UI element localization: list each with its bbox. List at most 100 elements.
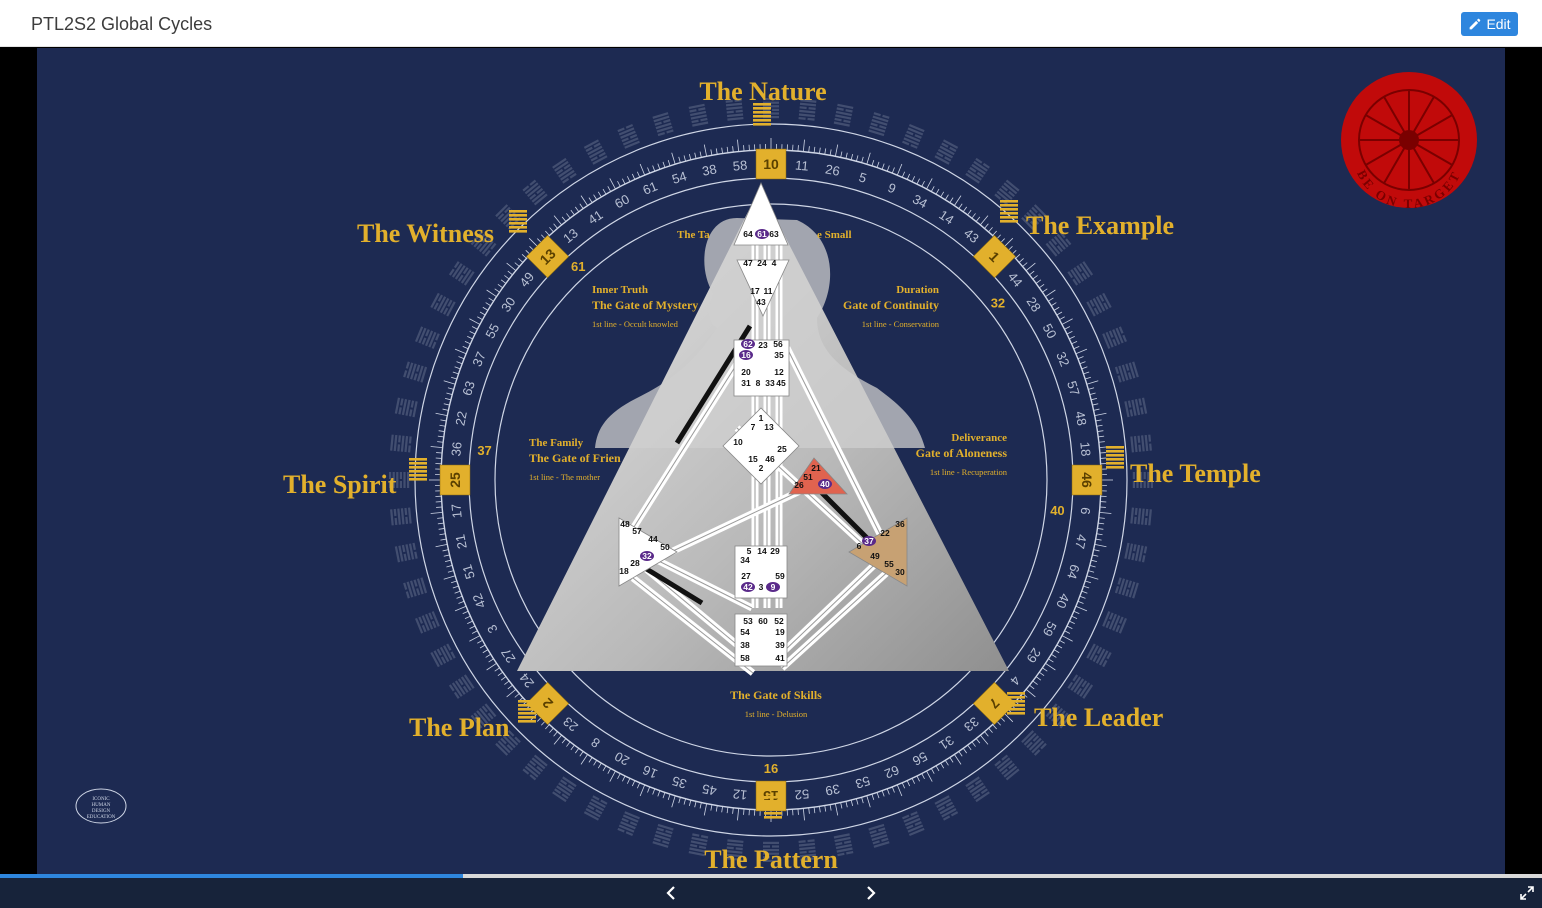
hexagram-glyph — [833, 833, 854, 857]
ring-tick — [715, 805, 718, 812]
next-slide-button[interactable] — [860, 882, 882, 904]
ring-tick — [1064, 630, 1071, 634]
center-gate-label: 26 — [794, 480, 804, 490]
ring-tick — [980, 734, 989, 745]
center-root — [734, 613, 788, 667]
ring-tick — [528, 237, 538, 247]
ring-tick — [896, 163, 903, 176]
ring-tick — [940, 191, 945, 198]
ring-tick — [1045, 289, 1056, 297]
ring-tick — [488, 658, 494, 663]
ring-gate-number: 40 — [1053, 591, 1072, 610]
center-gate-label: 40 — [820, 479, 830, 489]
ring-tick — [683, 798, 686, 805]
ring-tick — [980, 215, 989, 226]
ring-tick — [1083, 585, 1090, 589]
fullscreen-icon — [1520, 886, 1534, 900]
hexagram-glyph — [688, 833, 709, 857]
active-gate-marker — [818, 479, 832, 489]
ring-tick — [443, 554, 450, 557]
ring-tick — [1061, 318, 1073, 325]
ring-gate-number: 11 — [795, 157, 810, 173]
ring-tick — [1059, 316, 1065, 321]
ring-tick — [1088, 570, 1095, 573]
quarter-label-lower-right: The Leader — [1034, 703, 1163, 732]
ring-tick — [667, 794, 671, 801]
ring-tick — [737, 808, 740, 821]
accent-number-left: 37 — [477, 443, 491, 458]
hexagram-glyph — [652, 112, 674, 137]
center-gate-label: 7 — [751, 422, 756, 432]
gold-hexagram-icon — [409, 458, 427, 481]
ring-gate-number: 17 — [448, 503, 464, 519]
ring-tick — [881, 163, 885, 170]
gate-box-number: 46 — [1079, 472, 1095, 488]
ring-tick — [850, 800, 854, 807]
edit-button[interactable]: Edit — [1461, 12, 1518, 36]
quarter-label-lower-left: The Plan — [409, 713, 510, 742]
ring-tick — [861, 156, 864, 163]
ring-gate-number: 30 — [498, 294, 519, 314]
ring-gate-number: 22 — [452, 410, 470, 427]
ring-tick — [958, 751, 963, 757]
desc-title2: e Small — [817, 229, 852, 241]
channel-outline — [781, 567, 893, 669]
ring-tick — [602, 188, 607, 195]
hexagram-glyph — [394, 397, 418, 418]
ring-tick — [553, 223, 558, 229]
hexagram-glyph — [965, 776, 990, 803]
center-gate-label: 54 — [740, 627, 750, 637]
center-gate-label: 10 — [733, 437, 743, 447]
hexagram-glyph — [617, 811, 640, 836]
ring-tick — [1061, 635, 1073, 642]
hexagram-glyph — [552, 776, 577, 803]
ring-tick — [639, 784, 646, 797]
slide-progress-bar[interactable] — [0, 874, 1542, 878]
head-silhouette — [595, 218, 925, 448]
center-gate-label: 12 — [774, 367, 784, 377]
hexagram-glyph — [448, 261, 475, 286]
hexagram-glyph — [1130, 434, 1152, 453]
hexagram-glyph — [902, 124, 925, 149]
center-gate-label: 21 — [811, 463, 821, 473]
ring-gate-number: 5 — [857, 169, 868, 185]
accent-number-bottom: 16 — [764, 761, 778, 776]
seal-hub — [1399, 130, 1419, 150]
center-gate-label: 51 — [803, 472, 813, 482]
hexagram-glyph — [833, 103, 854, 127]
ring-tick — [1035, 279, 1042, 284]
hexagram-glyph — [798, 839, 817, 861]
hexagram-glyph — [1102, 326, 1127, 349]
center-gate-label: 41 — [775, 653, 785, 663]
ring-tick — [1089, 392, 1096, 395]
fullscreen-button[interactable] — [1516, 882, 1538, 904]
ring-gate-number: 59 — [1040, 619, 1060, 639]
center-gate-label: 58 — [740, 653, 750, 663]
active-gate-marker — [640, 551, 654, 561]
prev-slide-button[interactable] — [660, 882, 682, 904]
ring-tick — [930, 768, 935, 774]
hexagram-glyph — [552, 157, 577, 184]
ring-tick — [1085, 580, 1092, 584]
ring-tick — [479, 644, 486, 649]
ring-tick — [1018, 258, 1024, 263]
ring-tick — [636, 171, 641, 178]
ring-tick — [617, 773, 621, 780]
ring-tick — [1096, 533, 1103, 536]
ring-tick — [500, 279, 507, 284]
ring-tick — [444, 397, 451, 401]
ring-tick — [545, 230, 550, 236]
ring-tick — [829, 149, 832, 156]
ring-tick — [469, 318, 481, 325]
ring-tick — [497, 671, 503, 677]
gold-hexagram-icon — [1106, 446, 1124, 469]
gate-box-upper_right: 1 — [972, 234, 1017, 279]
hexagram-glyph — [934, 139, 959, 165]
center-gate-label: 20 — [741, 367, 751, 377]
ring-tick — [1056, 644, 1063, 649]
ring-tick — [440, 538, 447, 541]
center-gate-label: 11 — [764, 286, 773, 296]
ring-tick — [458, 600, 465, 604]
ring-tick — [454, 348, 467, 355]
hexagram-glyph — [1114, 361, 1139, 383]
